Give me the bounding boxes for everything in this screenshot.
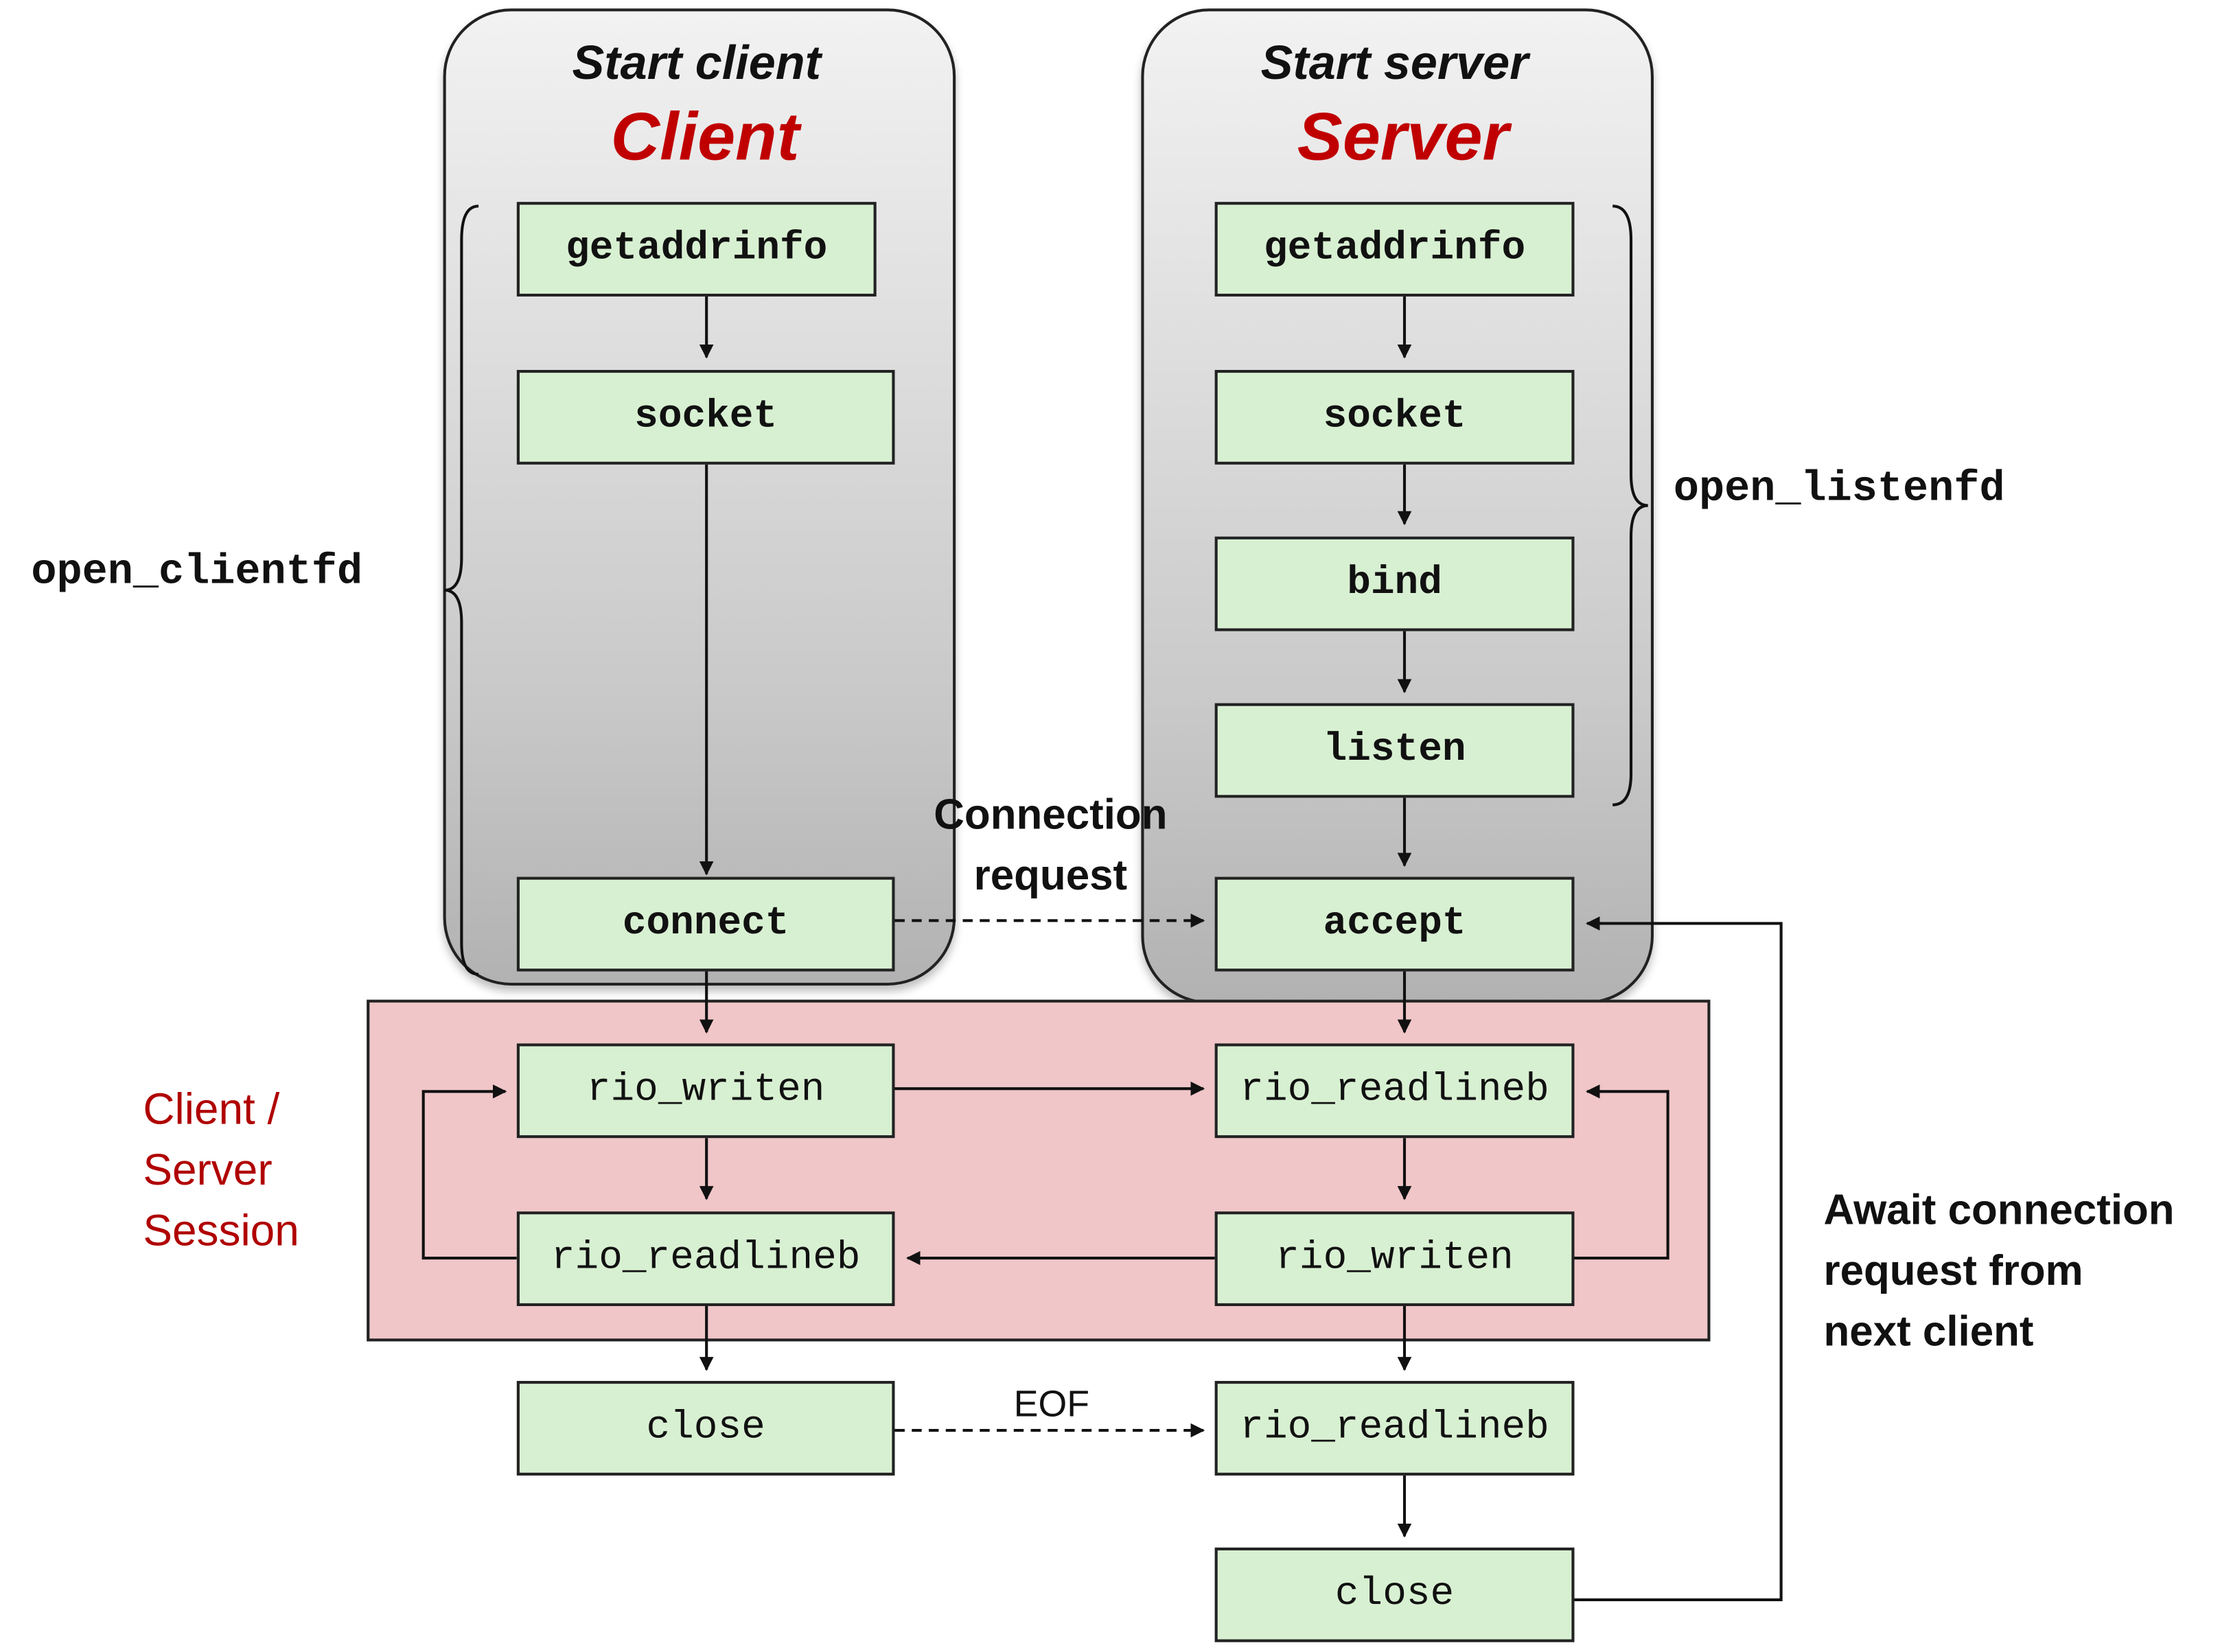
server-bind-box: bind <box>1214 536 1575 631</box>
client-server-session-label: Client / Server Session <box>143 1079 299 1261</box>
session-label-line-3: Session <box>143 1205 299 1255</box>
open-clientfd-brace <box>444 205 479 976</box>
await-label-line-3: next client <box>1823 1309 2034 1356</box>
client-panel-title: Client <box>610 100 800 176</box>
client-panel-subtitle: Start client <box>572 36 821 91</box>
server-panel-title: Server <box>1297 100 1510 176</box>
session-label-line-2: Server <box>143 1145 273 1195</box>
server-socket-box: socket <box>1214 370 1575 465</box>
arrow-await-next-client <box>1574 916 1783 1601</box>
server-getaddrinfo-box: getaddrinfo <box>1214 202 1575 297</box>
connection-request-line-2: request <box>973 852 1128 900</box>
await-connection-label: Await connection request from next clien… <box>1824 1180 2175 1362</box>
client-connect-box: connect <box>516 876 895 972</box>
server-panel-subtitle: Start server <box>1260 36 1529 91</box>
client-panel <box>443 8 956 986</box>
server-listen-box: listen <box>1214 703 1575 798</box>
await-label-line-1: Await connection <box>1823 1187 2175 1235</box>
arrow-client-loop <box>421 1084 517 1260</box>
open-listenfd-label: open_listenfd <box>1673 465 2005 514</box>
server-rio-writen-box: rio_writen <box>1214 1211 1575 1307</box>
server-rio-readlineb-eof-box: rio_readlineb <box>1214 1381 1575 1476</box>
connection-request-label: Connection request <box>918 785 1184 907</box>
eof-label: EOF <box>1013 1382 1089 1425</box>
client-rio-readlineb-box: rio_readlineb <box>516 1211 895 1307</box>
server-panel <box>1141 8 1654 1004</box>
open-listenfd-brace <box>1612 205 1648 806</box>
client-close-box: close <box>516 1381 895 1476</box>
session-label-line-1: Client / <box>143 1084 280 1135</box>
server-rio-readlineb-box: rio_readlineb <box>1214 1043 1575 1139</box>
client-rio-writen-box: rio_writen <box>516 1043 895 1139</box>
client-socket-box: socket <box>516 370 895 465</box>
client-getaddrinfo-box: getaddrinfo <box>516 202 877 297</box>
arrow-server-loop <box>1574 1084 1669 1260</box>
open-clientfd-label: open_clientfd <box>31 549 363 598</box>
server-close-box: close <box>1214 1547 1575 1642</box>
connection-request-line-1: Connection <box>934 792 1168 839</box>
await-label-line-2: request from <box>1823 1248 2083 1295</box>
server-accept-box: accept <box>1214 876 1575 972</box>
